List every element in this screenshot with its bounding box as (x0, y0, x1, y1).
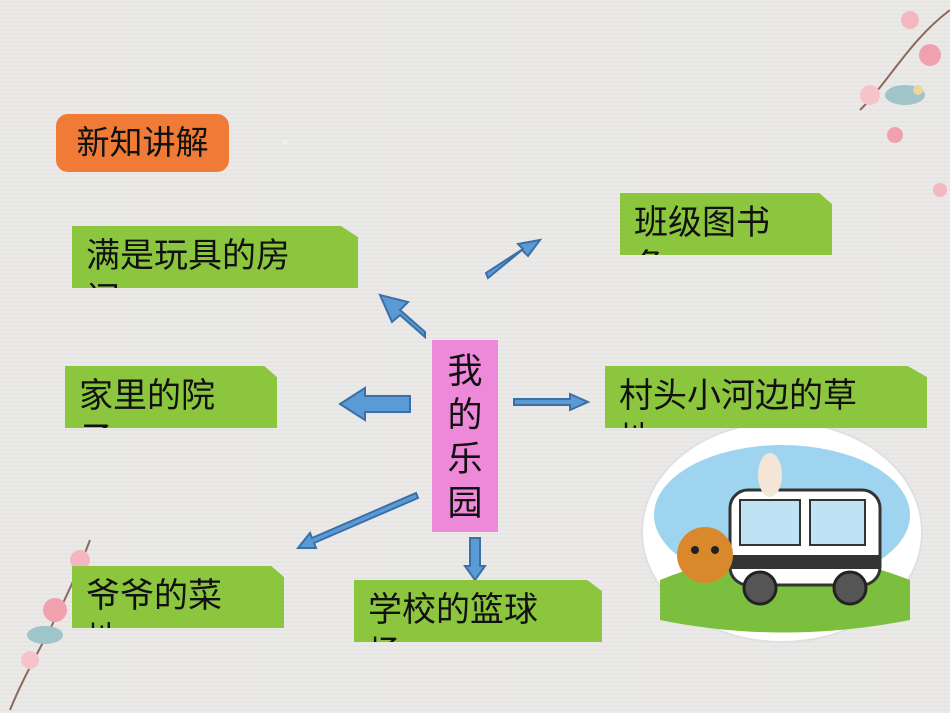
node-line: 场 (368, 632, 602, 642)
node-line: 间 (86, 278, 358, 288)
node-line: 家里的院 (79, 376, 215, 416)
node-line: 爷爷的菜 (86, 576, 222, 616)
node-line: 班级图书 (634, 203, 770, 243)
node-middle-left: 家里的院 子 (65, 366, 277, 428)
node-middle-right: 村头小河边的草 地 (605, 366, 927, 428)
arrow-to-middle-right (513, 392, 591, 412)
node-top-right: 班级图书 角 (620, 193, 832, 255)
center-topic: 我 的 乐 园 (432, 340, 498, 532)
node-bottom-left: 爷爷的菜 地 (72, 566, 284, 628)
arrow-to-top-left (378, 293, 426, 340)
node-line: 满是玩具的房 (86, 236, 290, 276)
school-bus-illustration (641, 421, 923, 643)
node-line: 村头小河边的草 (619, 376, 857, 416)
node-line: 子 (79, 418, 277, 428)
arrow-to-bottom-left (295, 491, 420, 549)
node-top-left: 满是玩具的房 间 (72, 226, 358, 288)
node-line: 角 (634, 245, 832, 255)
center-char: 乐 (447, 440, 483, 480)
blossom-branch-icon (859, 9, 950, 197)
center-char: 我 (447, 352, 483, 392)
node-line: 地 (619, 418, 927, 428)
node-line: 学校的篮球 (368, 590, 538, 630)
blossom-branch-icon (9, 539, 91, 711)
arrow-to-bottom-center (463, 537, 487, 582)
node-bottom-center: 学校的篮球 场 (354, 580, 602, 642)
node-line: 地 (86, 618, 284, 628)
section-tag: 新知讲解 (56, 114, 229, 172)
center-char: 园 (447, 484, 483, 524)
center-char: 的 (447, 396, 483, 436)
arrow-to-middle-left (338, 386, 411, 422)
arrow-to-top-right (484, 238, 543, 280)
